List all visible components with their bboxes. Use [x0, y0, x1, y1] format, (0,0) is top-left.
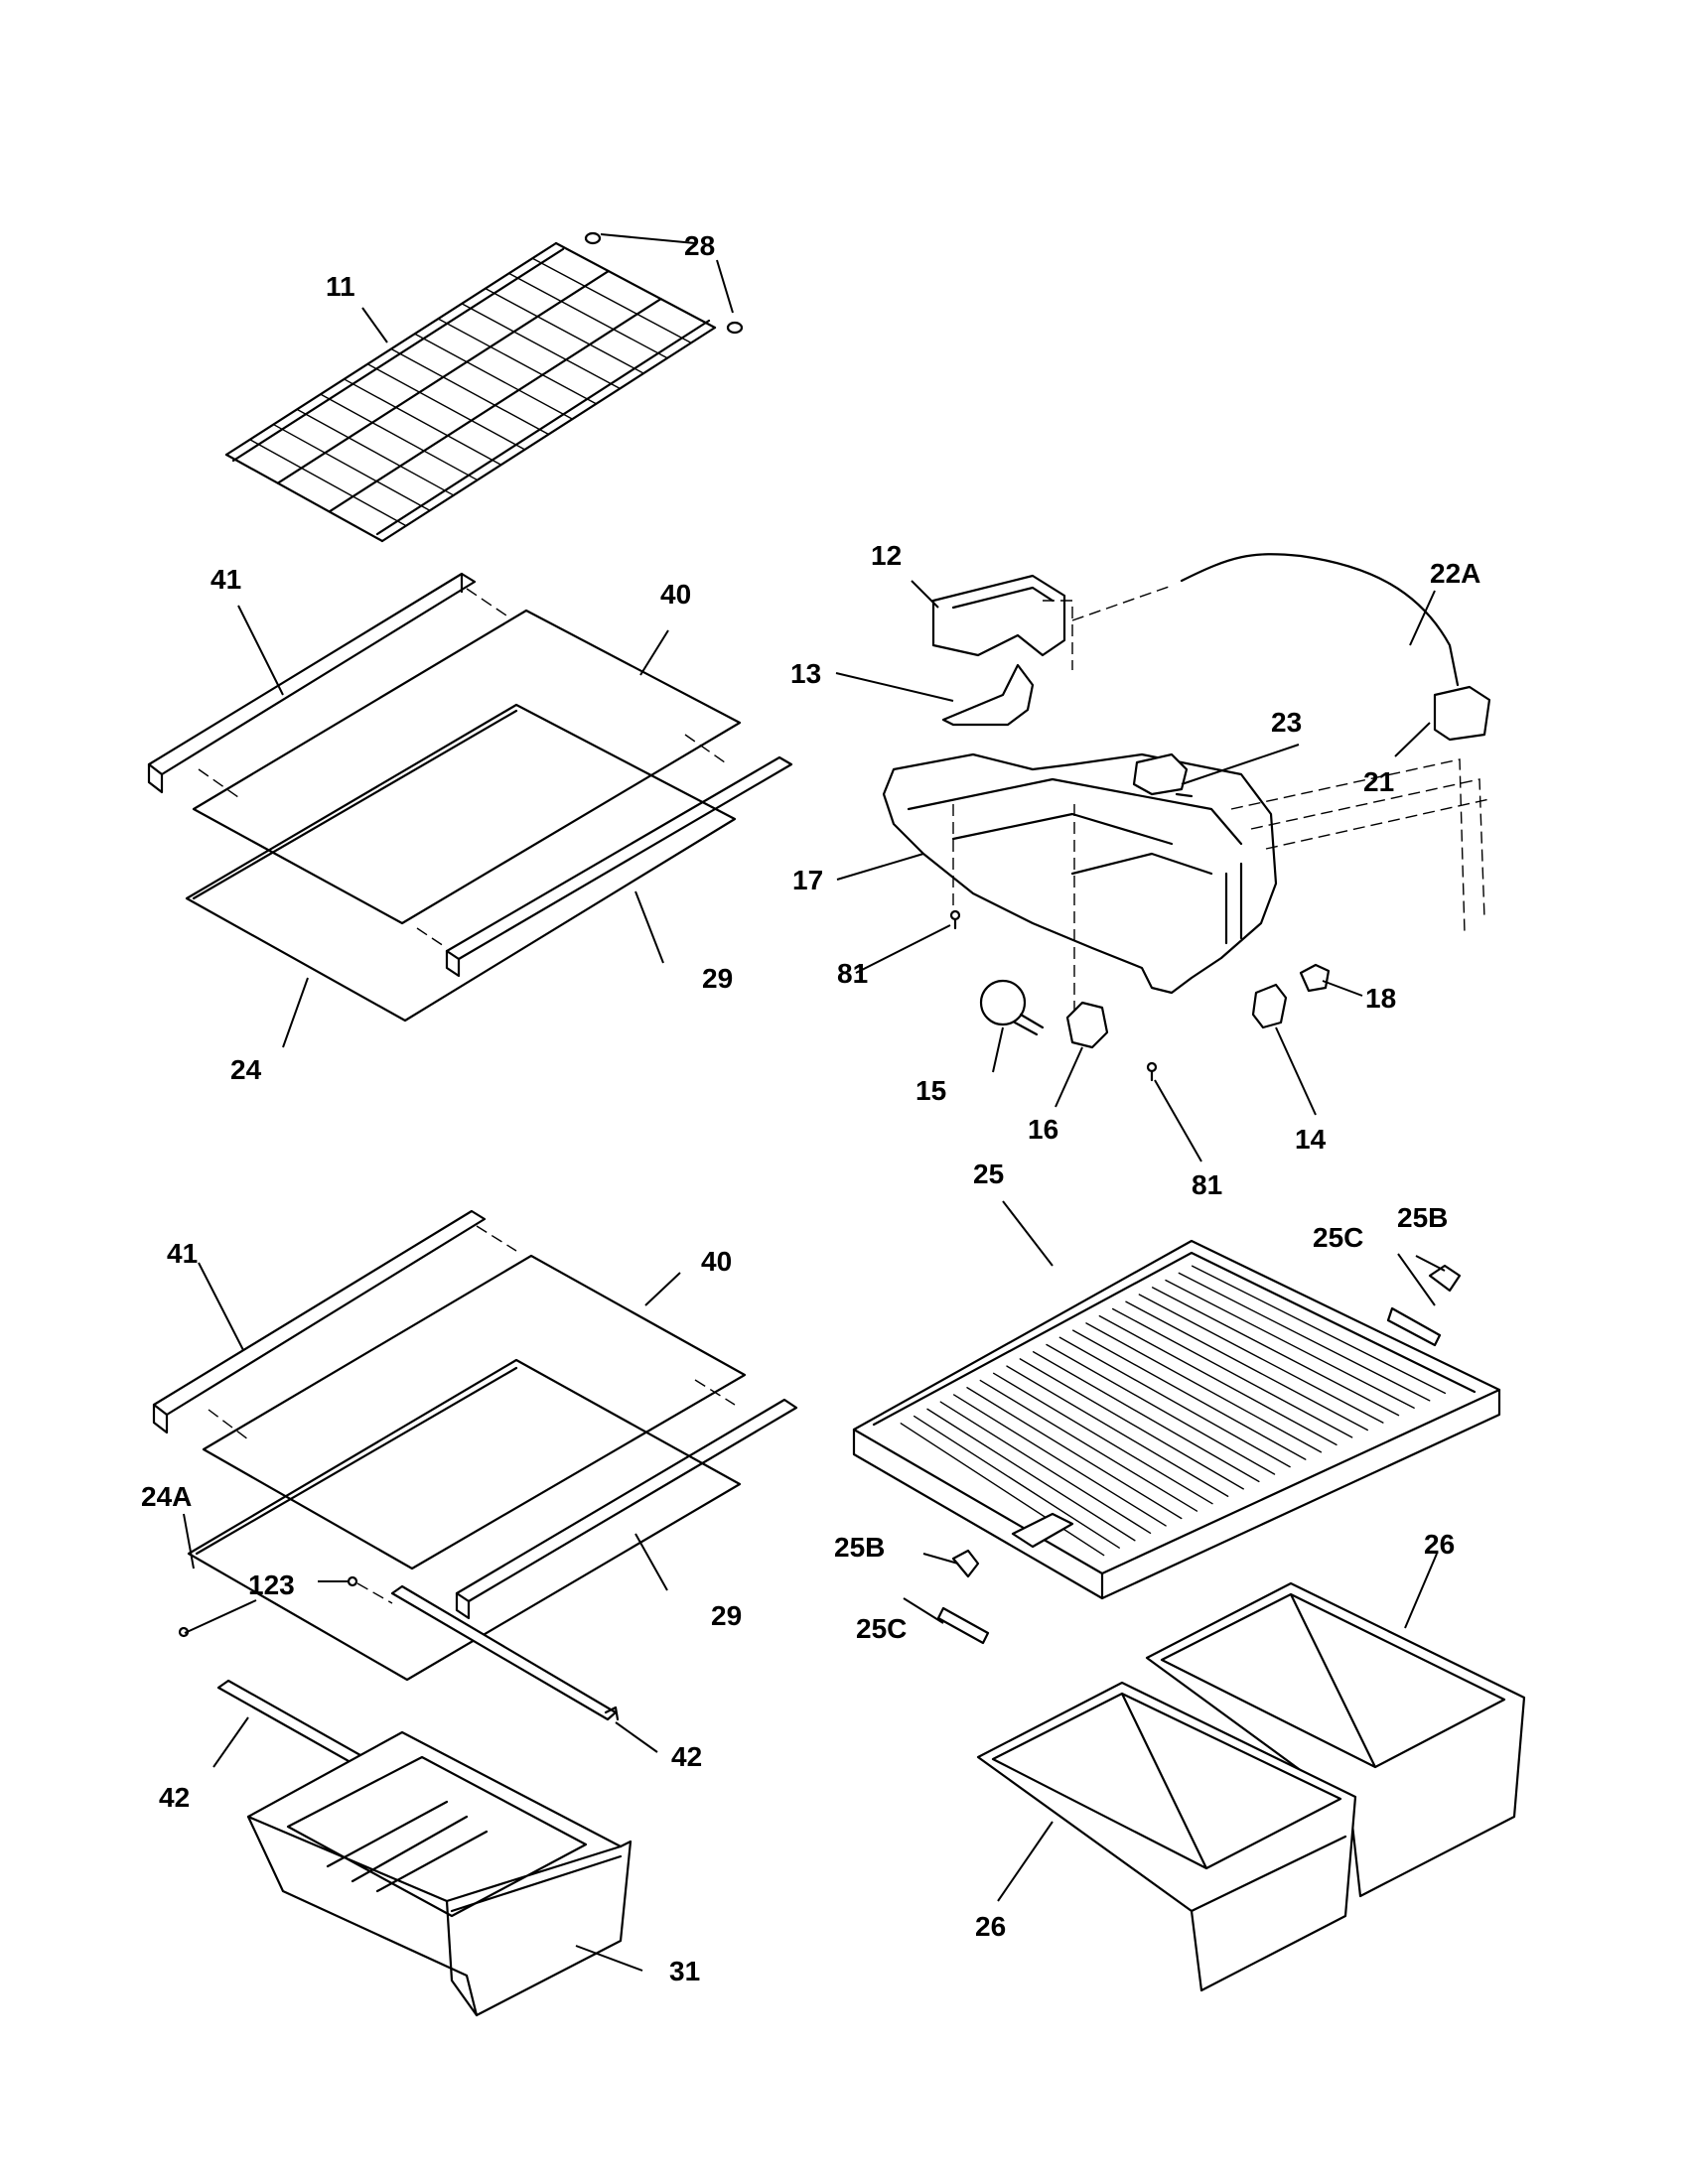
crisper-drawer	[246, 1730, 633, 2017]
control-knob	[1299, 963, 1331, 993]
callout-26-right: 26	[1424, 1529, 1455, 1560]
callout-29-lower: 29	[711, 1600, 742, 1631]
upper-trim-front	[147, 572, 477, 776]
callout-21: 21	[1363, 766, 1394, 797]
callout-42-right: 42	[671, 1741, 702, 1772]
callout-14: 14	[1295, 1124, 1327, 1155]
lower-trim-rear	[455, 1398, 798, 1603]
light-lens	[941, 663, 1035, 727]
leader-lines	[183, 233, 1446, 1972]
screw-123	[347, 1575, 358, 1587]
callout-18: 18	[1365, 983, 1396, 1014]
damper-control	[1132, 752, 1189, 796]
callout-41-upper: 41	[211, 564, 241, 595]
callout-24A: 24A	[141, 1481, 192, 1512]
upper-frame	[185, 703, 737, 1023]
callout-29-upper: 29	[702, 963, 733, 994]
wire-shelf	[224, 241, 717, 543]
light-switch	[1251, 983, 1288, 1029]
cap-tube	[1180, 553, 1460, 687]
callout-25B-bottom: 25B	[834, 1532, 885, 1563]
callout-15: 15	[915, 1075, 946, 1106]
callout-17: 17	[792, 865, 823, 895]
light-housing-assembly	[882, 553, 1491, 1082]
upper-glass	[192, 609, 742, 925]
callout-22A: 22A	[1430, 558, 1480, 589]
callout-31: 31	[669, 1956, 700, 1986]
callout-24: 24	[230, 1054, 262, 1085]
lower-glass	[202, 1254, 747, 1570]
shelf-end-caps	[584, 231, 744, 335]
callout-11: 11	[326, 271, 355, 302]
callout-16: 16	[1028, 1114, 1058, 1145]
callout-12: 12	[871, 540, 902, 571]
callout-41-lower: 41	[167, 1238, 198, 1269]
callout-23: 23	[1271, 707, 1302, 738]
callout-25C-bottom: 25C	[856, 1613, 907, 1644]
callout-42-left: 42	[159, 1782, 190, 1813]
thermostat-block	[1433, 685, 1491, 742]
crisper-cover	[852, 1239, 1501, 1600]
lower-frame	[187, 1358, 742, 1682]
callout-123: 123	[248, 1570, 295, 1600]
callout-28: 28	[684, 230, 715, 261]
upper-glass-shelf-group	[147, 572, 793, 1023]
humidity-parts	[936, 1264, 1462, 1645]
callout-13: 13	[790, 658, 821, 689]
callout-labels: 11 28 41 40 29 24 12 22A 13 23 21 17 81 …	[141, 230, 1480, 1986]
lower-glass-shelf-group	[152, 1209, 798, 1816]
callout-25C-top: 25C	[1313, 1222, 1363, 1253]
upper-trim-rear	[445, 755, 793, 961]
callout-25B-top: 25B	[1397, 1202, 1448, 1233]
lower-trim-front	[152, 1209, 487, 1417]
light-socket	[1065, 1001, 1109, 1049]
callout-81-left: 81	[837, 958, 868, 989]
callout-81-right: 81	[1192, 1169, 1222, 1200]
callout-40-lower: 40	[701, 1246, 732, 1277]
control-housing	[882, 752, 1278, 995]
callout-40-upper: 40	[660, 579, 691, 610]
callout-26-left: 26	[975, 1911, 1006, 1942]
slide-rail-right	[390, 1584, 618, 1721]
callout-25: 25	[973, 1159, 1004, 1189]
humidity-slider	[1011, 1512, 1074, 1549]
light-bulb	[979, 979, 1027, 1026]
light-shield	[931, 574, 1066, 657]
crisper-bin-front	[976, 1681, 1357, 1992]
